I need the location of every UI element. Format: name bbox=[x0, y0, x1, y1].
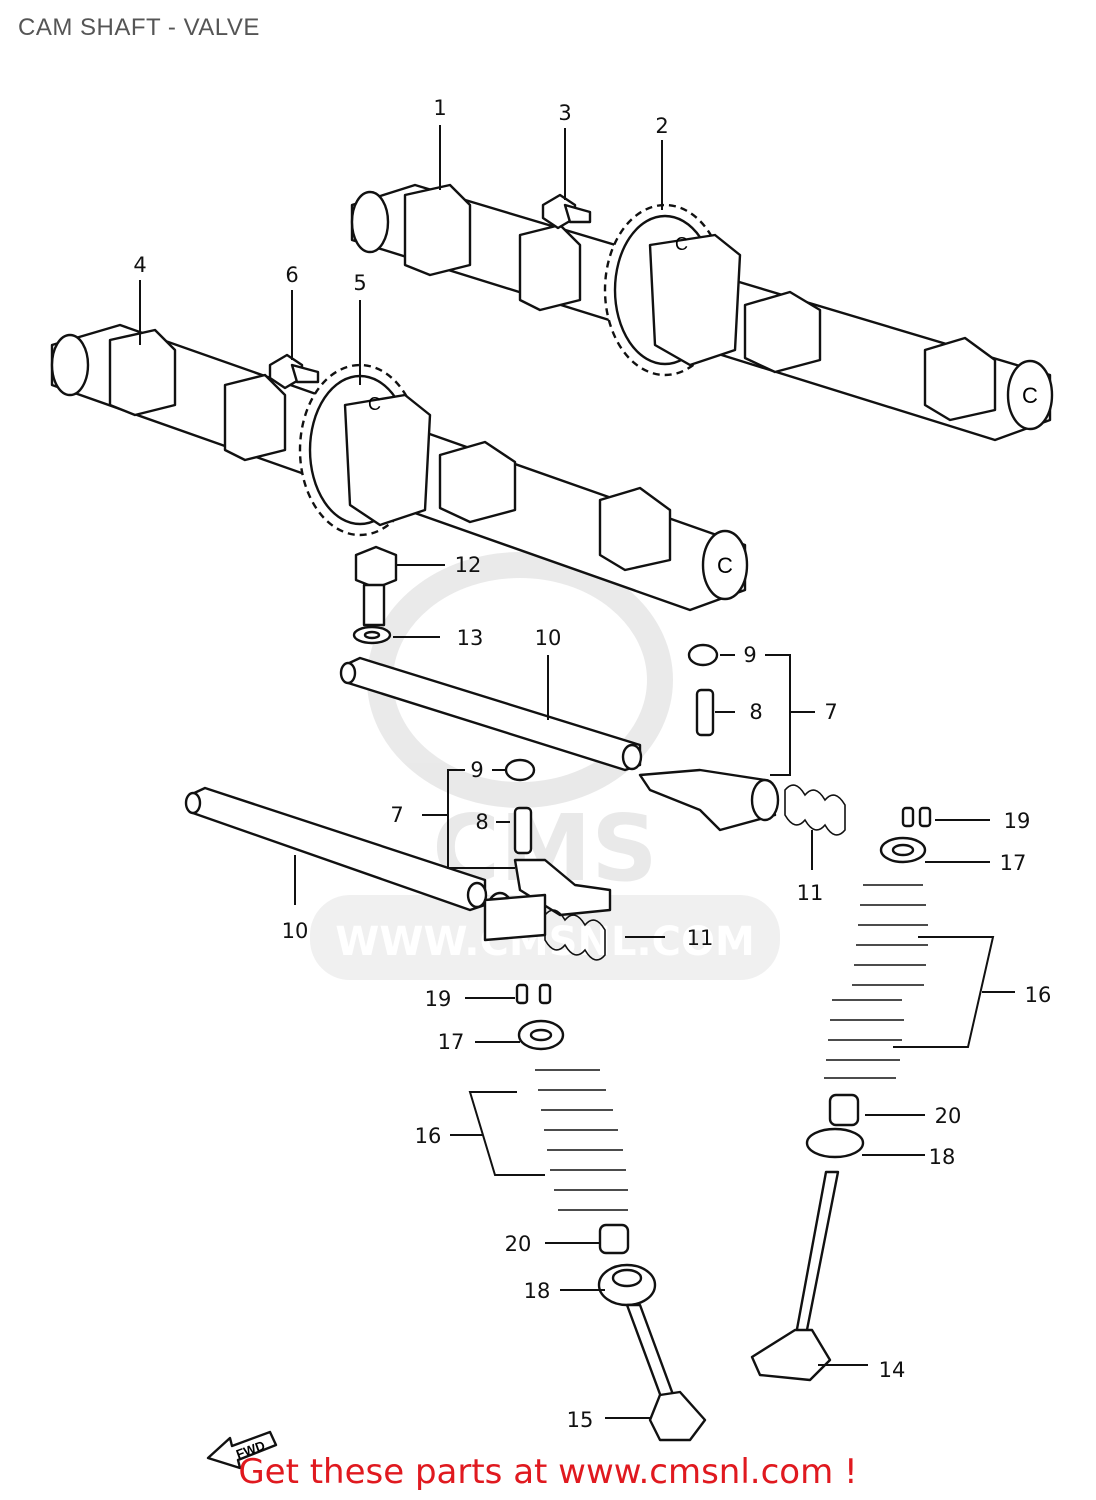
callout-12: 12 bbox=[455, 553, 482, 577]
callout-5: 5 bbox=[353, 271, 366, 295]
springs-16-right bbox=[824, 884, 928, 1079]
adjuster-8-right bbox=[695, 688, 715, 737]
springs-16-left bbox=[535, 1069, 628, 1211]
bolt-12 bbox=[354, 545, 398, 627]
callout-18a: 18 bbox=[929, 1145, 956, 1169]
callout-16b: 16 bbox=[415, 1124, 442, 1148]
callout-14: 14 bbox=[879, 1358, 906, 1382]
camshaft-lower: C C bbox=[50, 323, 749, 612]
callout-10b: 10 bbox=[282, 919, 309, 943]
callout-1: 1 bbox=[433, 96, 446, 120]
callout-20b: 20 bbox=[505, 1232, 532, 1256]
callout-10a: 10 bbox=[535, 626, 562, 650]
callout-11b: 11 bbox=[687, 926, 714, 950]
rocker-arm-right bbox=[638, 768, 780, 832]
cam-mark: C bbox=[1022, 383, 1038, 408]
seat-18-left bbox=[597, 1263, 657, 1307]
camshaft-upper: C C bbox=[350, 183, 1054, 442]
callout-20a: 20 bbox=[935, 1104, 962, 1128]
callout-13: 13 bbox=[457, 626, 484, 650]
parts-link-banner[interactable]: Get these parts at www.cmsnl.com ! bbox=[238, 1452, 858, 1492]
cam-mark: C bbox=[368, 394, 381, 414]
cam-lobe bbox=[108, 328, 177, 417]
callout-18b: 18 bbox=[524, 1279, 551, 1303]
callout-17a: 17 bbox=[1000, 851, 1027, 875]
seat-18-right bbox=[805, 1127, 865, 1159]
callout-19b: 19 bbox=[425, 987, 452, 1011]
leader-lines bbox=[139, 125, 1015, 1419]
callout-labels: 1 3 2 4 6 5 12 13 10 9 8 7 9 8 7 10 11 1… bbox=[133, 96, 1051, 1432]
cam-lobe bbox=[598, 486, 672, 572]
rocker-shaft-upper bbox=[339, 656, 643, 772]
retainer-17-right bbox=[879, 836, 927, 864]
callout-8a: 8 bbox=[749, 700, 762, 724]
sprocket-lower: C bbox=[298, 363, 432, 537]
cam-journal bbox=[518, 223, 582, 312]
callout-19a: 19 bbox=[1004, 809, 1031, 833]
seal-20-left bbox=[598, 1223, 630, 1255]
bolt-6 bbox=[268, 353, 320, 390]
cam-journal bbox=[223, 373, 287, 462]
camshaft-upper-end bbox=[350, 190, 390, 254]
camshaft-lower-end bbox=[50, 333, 90, 397]
callout-9a: 9 bbox=[743, 643, 756, 667]
cotter-19-left bbox=[515, 983, 552, 1005]
rocker-arm-left bbox=[483, 858, 612, 942]
camshaft-upper-tip bbox=[1006, 359, 1054, 431]
cam-lobe bbox=[438, 440, 517, 524]
callout-8b: 8 bbox=[475, 810, 488, 834]
callout-6: 6 bbox=[285, 263, 298, 287]
spring-11-right bbox=[784, 784, 846, 836]
bolt-3 bbox=[541, 193, 592, 230]
cam-lobe bbox=[743, 290, 822, 374]
sprocket-upper: C bbox=[603, 203, 742, 377]
cam-mark: C bbox=[717, 553, 733, 578]
callout-17b: 17 bbox=[438, 1030, 465, 1054]
cam-lobe bbox=[923, 336, 997, 422]
callout-7b: 7 bbox=[390, 803, 403, 827]
nut-9-right bbox=[687, 643, 719, 667]
nut-9-left bbox=[504, 758, 536, 782]
callout-11a: 11 bbox=[797, 881, 824, 905]
spring-11-left bbox=[544, 909, 606, 961]
rocker-shaft-lower bbox=[184, 786, 488, 912]
callout-2: 2 bbox=[655, 114, 668, 138]
seal-20-right bbox=[828, 1093, 860, 1127]
valve-14 bbox=[750, 1170, 840, 1382]
page-title: CAM SHAFT - VALVE bbox=[18, 14, 260, 41]
callout-3: 3 bbox=[558, 101, 571, 125]
callout-7a: 7 bbox=[824, 700, 837, 724]
cotter-19-right bbox=[901, 806, 932, 828]
callout-16a: 16 bbox=[1025, 983, 1052, 1007]
cam-mark: C bbox=[675, 234, 688, 254]
callout-4: 4 bbox=[133, 253, 146, 277]
valve-group-right bbox=[750, 806, 932, 1382]
valve-15 bbox=[625, 1303, 707, 1442]
valve-group-left bbox=[515, 983, 707, 1442]
washer-13 bbox=[352, 625, 392, 645]
retainer-17-left bbox=[517, 1019, 565, 1051]
callout-15: 15 bbox=[567, 1408, 594, 1432]
cam-lobe bbox=[403, 183, 472, 277]
callout-9b: 9 bbox=[470, 758, 483, 782]
camshaft-lower-tip bbox=[701, 529, 749, 601]
adjuster-8-left bbox=[513, 806, 533, 855]
